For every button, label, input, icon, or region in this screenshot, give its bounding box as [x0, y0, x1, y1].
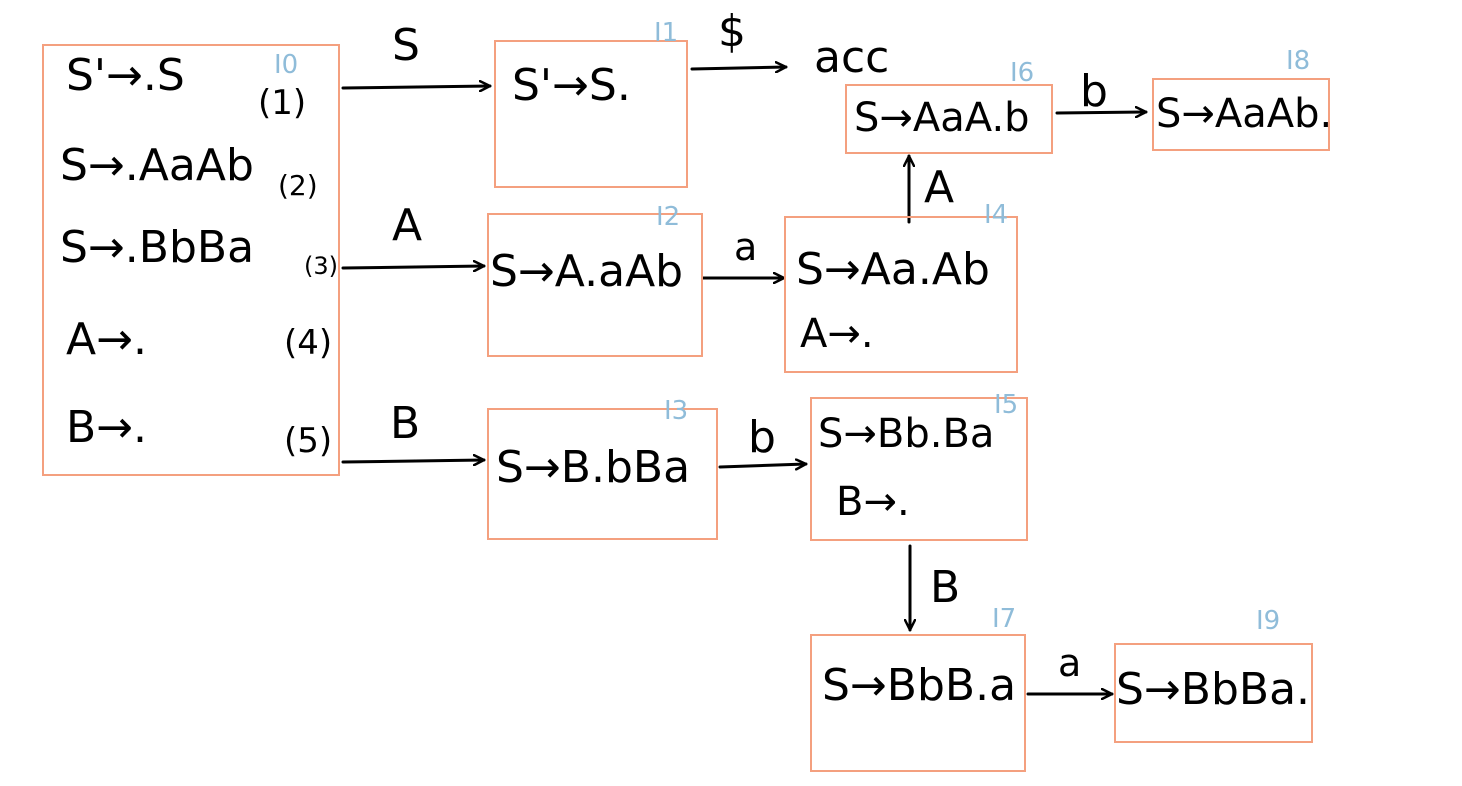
edge-label-i6-i8: b: [1080, 66, 1108, 117]
state-i0-item-1: S'→.S: [66, 50, 185, 101]
state-id-i6: I6: [1010, 58, 1035, 88]
state-i3-item-1: S→B.bBa: [496, 442, 691, 493]
state-i0-item-2: S→.AaAb: [60, 140, 254, 191]
state-i8-item-1: S→AaAb.: [1156, 91, 1333, 137]
state-id-i3: I3: [664, 396, 689, 426]
state-i7-item-1: S→BbB.a: [822, 660, 1017, 711]
edge-label-i0-i3: B: [390, 398, 421, 449]
state-box-i7: [810, 634, 1026, 772]
state-id-i2: I2: [656, 202, 681, 232]
state-i6-item-1: S→AaA.b: [854, 95, 1030, 141]
state-box-i9: [1114, 643, 1313, 743]
edge-label-i0-i1: S: [392, 20, 420, 71]
state-id-i7: I7: [992, 604, 1017, 634]
state-i2-item-1: S→A.aAb: [490, 246, 684, 297]
production-number-2: (2): [278, 169, 318, 202]
state-box-i8: [1152, 78, 1330, 151]
state-i0-item-3: S→.BbBa: [60, 222, 255, 273]
state-i9-item-1: S→BbBa.: [1116, 664, 1311, 715]
edge-label-i0-i2: A: [392, 200, 423, 251]
edge-i1-acc: [690, 67, 788, 69]
state-i0-item-4: A→.: [66, 314, 147, 365]
production-number-4: (4): [284, 323, 333, 363]
state-i0-item-5: B→.: [66, 402, 148, 453]
state-box-i1: [494, 40, 688, 188]
state-box-i6: [845, 84, 1053, 154]
state-i1-item-1: S'→S.: [512, 60, 631, 111]
state-box-i4: [784, 216, 1018, 373]
edge-i0-i1: [341, 86, 492, 88]
edge-label-i7-i9: a: [1058, 641, 1082, 685]
state-i4-item-1: S→Aa.Ab: [796, 244, 990, 295]
edge-label-i4-i6: A: [924, 162, 955, 213]
state-i5-item-2: B→.: [836, 479, 910, 525]
edge-i0-i2: [341, 266, 486, 268]
production-number-5: (5): [284, 421, 333, 461]
state-id-i9: I9: [1256, 606, 1281, 636]
state-id-i5: I5: [994, 390, 1019, 420]
state-id-i1: I1: [654, 18, 679, 48]
state-id-i0: I0: [274, 50, 299, 80]
state-id-i4: I4: [984, 200, 1009, 230]
edge-label-i1-acc: $: [718, 6, 746, 57]
edge-i6-i8: [1055, 112, 1148, 113]
production-number-1: (1): [258, 83, 307, 123]
edge-label-i2-i4: a: [734, 225, 758, 269]
state-i5-item-1: S→Bb.Ba: [818, 411, 995, 457]
edge-i0-i3: [341, 460, 486, 462]
state-box-i2: [487, 213, 703, 357]
accept-label: acc: [814, 32, 890, 83]
state-id-i8: I8: [1286, 46, 1311, 76]
state-box-i0: [42, 44, 340, 476]
edge-i3-i5: [718, 464, 808, 467]
state-box-i3: [487, 408, 718, 540]
edge-label-i3-i5: b: [748, 412, 776, 463]
production-number-3: (3): [304, 252, 338, 280]
edge-label-i5-i7: B: [930, 562, 961, 613]
state-i4-item-2: A→.: [800, 311, 874, 357]
state-box-i5: [810, 397, 1028, 541]
